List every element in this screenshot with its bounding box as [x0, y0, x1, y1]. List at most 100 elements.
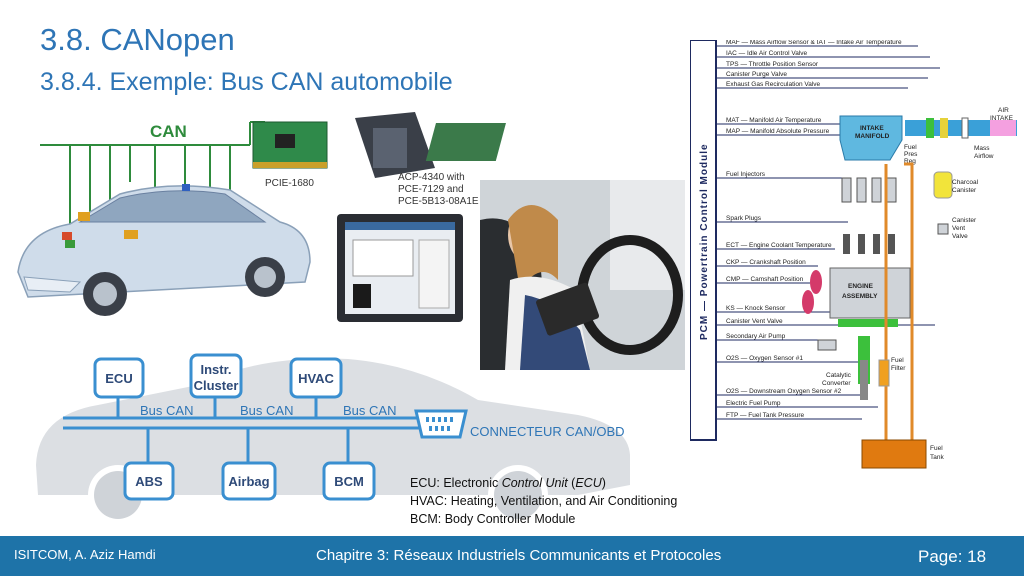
can-car-illustration: CAN: [17, 121, 311, 316]
engine-assembly-label-1: ENGINE: [848, 283, 874, 290]
catalytic-converter: [860, 360, 868, 400]
node-airbag-label: Airbag: [228, 474, 269, 489]
pcie-connector: [253, 162, 327, 168]
ipc-slots: [373, 128, 407, 168]
car-front-rim: [93, 282, 117, 306]
pcm-line-label-2: TPS — Throttle Position Sensor: [726, 61, 819, 68]
driver-photo: [480, 180, 685, 370]
slide-subtitle: 3.8.4. Exemple: Bus CAN automobile: [40, 68, 453, 96]
intake-manifold-label-1: INTAKE: [860, 125, 884, 132]
pcm-line-label-10: CKP — Crankshaft Position: [726, 259, 806, 266]
node-instr-cluster: Instr. Cluster: [189, 353, 243, 399]
car-windshield: [78, 190, 267, 223]
pcm-background: [690, 40, 1018, 468]
monitor-window: [352, 239, 414, 277]
footer-page-number: Page: 18: [918, 547, 987, 566]
fuel-filter-label-1: Fuel: [891, 357, 904, 364]
legend-ecu-italic: Control Unit: [501, 476, 568, 490]
pcm-line-label-13: Canister Vent Valve: [726, 318, 783, 325]
node-ecu-label: ECU: [105, 371, 132, 386]
pcm-line-label-5: MAT — Manifold Air Temperature: [726, 117, 822, 124]
pcm-line-label-14: Secondary Air Pump: [726, 333, 786, 340]
photo-hair: [508, 205, 558, 290]
bus-label-3: Bus CAN: [343, 403, 396, 418]
fuel-lines: [884, 162, 914, 440]
monitor-titlebar: [345, 222, 455, 230]
mass-airflow-label-2: Airflow: [974, 153, 994, 160]
pcm-line-label-16: O2S — Downstream Oxygen Sensor #2: [726, 388, 842, 395]
pcm-line-label-6: MAP — Manifold Absolute Pressure: [726, 128, 830, 135]
pcm-vertical-label: PCM — Powertrain Control Module: [699, 143, 710, 340]
system-label: ACP-4340 with PCE-7129 and PCE-5B13-08A1…: [398, 172, 479, 208]
legend-ecu-abbr: ECU: [575, 476, 602, 490]
charcoal-canister: [933, 171, 953, 199]
canister-vent-valve: [937, 223, 949, 235]
engine-assembly-label-2: ASSEMBLY: [842, 293, 878, 300]
canister-vent-valve-label-3: Valve: [952, 233, 968, 240]
catalytic-converter-label-1: Catalytic: [826, 372, 852, 379]
intake-sensor-3: [961, 117, 969, 139]
legend-ecu-prefix: ECU: Electronic: [410, 476, 502, 490]
pcm-line-label-8: Spark Plugs: [726, 215, 762, 222]
intake-sensor-1: [926, 118, 934, 138]
slide-title: 3.8. CANopen: [40, 22, 235, 57]
fuel-tank-label-2: Tank: [930, 454, 944, 461]
pcm-line-label-7: Fuel Injectors: [726, 171, 766, 178]
footer-bar: ISITCOM, A. Aziz Hamdi Chapitre 3: Résea…: [0, 536, 1024, 576]
pcm-signal-lines: MAF — Mass Airflow Sensor & IAT — Intake…: [716, 40, 940, 420]
car-rear-rim: [254, 266, 276, 288]
fuel-filter-label-2: Filter: [891, 365, 906, 372]
intake-sensor-2: [940, 118, 948, 138]
system-label-line-2: PCE-7129 and: [398, 184, 464, 195]
pcm-line-label-17: Electric Fuel Pump: [726, 400, 781, 407]
fuel-tank-label-1: Fuel: [930, 445, 943, 452]
intake-manifold: [839, 115, 903, 161]
footer-author: ISITCOM, A. Aziz Hamdi: [14, 547, 156, 562]
fuel-filter: [878, 359, 890, 387]
can-bus-diagram: ECU Instr. Cluster HVAC ABS Airbag BCM B…: [36, 353, 630, 525]
air-intake-label-1: AIR: [998, 107, 1009, 114]
fuel-tank: [861, 439, 927, 469]
pcm-line-label-12: KS — Knock Sensor: [726, 305, 786, 312]
charcoal-canister-label-2: Canister: [952, 187, 977, 194]
fuel-pres-reg-label-1: Fuel: [904, 144, 917, 151]
legend-ecu-paren-close: ): [601, 476, 606, 490]
legend-bcm: BCM: Body Controller Module: [410, 512, 576, 526]
can-module-1: [62, 232, 72, 240]
can-module-4: [182, 184, 190, 191]
legend-hvac: HVAC: Heating, Ventilation, and Air Cond…: [410, 494, 678, 508]
node-instr-label-1: Instr.: [200, 362, 231, 377]
silhouette-rear-wheel: [494, 471, 542, 519]
bus-label-1: Bus CAN: [140, 403, 193, 418]
car-headlight: [23, 276, 82, 293]
monitor-image: [337, 214, 463, 322]
monitor-graph: [353, 284, 371, 308]
node-ecu: ECU: [93, 357, 145, 399]
crankshaft-sensor: [802, 290, 814, 314]
footer-chapter: Chapitre 3: Réseaux Industriels Communic…: [316, 547, 722, 564]
node-hvac-label: HVAC: [298, 371, 334, 386]
system-label-line-1: ACP-4340 with: [398, 172, 465, 183]
catalytic-converter-label-2: Converter: [822, 380, 851, 387]
node-hvac: HVAC: [289, 357, 343, 399]
intake-manifold-label-2: MANIFOLD: [855, 133, 890, 140]
ipc-board: [425, 123, 506, 161]
pcm-line-label-4: Exhaust Gas Recirculation Valve: [726, 81, 821, 88]
air-intake-label-2: INTAKE: [990, 115, 1014, 122]
obd-connector-icon: [414, 409, 468, 439]
monitor-panel: [418, 239, 450, 309]
pcm-line-label-15: O2S — Oxygen Sensor #1: [726, 355, 803, 362]
pcie-card-label: PCIE-1680: [265, 178, 314, 189]
photo-tablet: [536, 282, 600, 336]
camshaft-sensor: [810, 270, 822, 294]
secondary-air-pump: [817, 339, 837, 351]
pcm-line-label-1: IAC — Idle Air Control Valve: [726, 50, 808, 57]
pcm-module-box: [690, 40, 717, 441]
pcm-line-label-0: MAF — Mass Airflow Sensor & IAT — Intake…: [726, 40, 902, 46]
engine-assembly: [829, 267, 911, 319]
pcm-line-label-11: CMP — Camshaft Position: [726, 276, 804, 283]
can-module-5: [65, 240, 75, 248]
can-module-3: [124, 230, 138, 239]
fuel-pres-reg-label-2: Pres: [904, 151, 918, 158]
pcie-card-image: [252, 121, 328, 169]
